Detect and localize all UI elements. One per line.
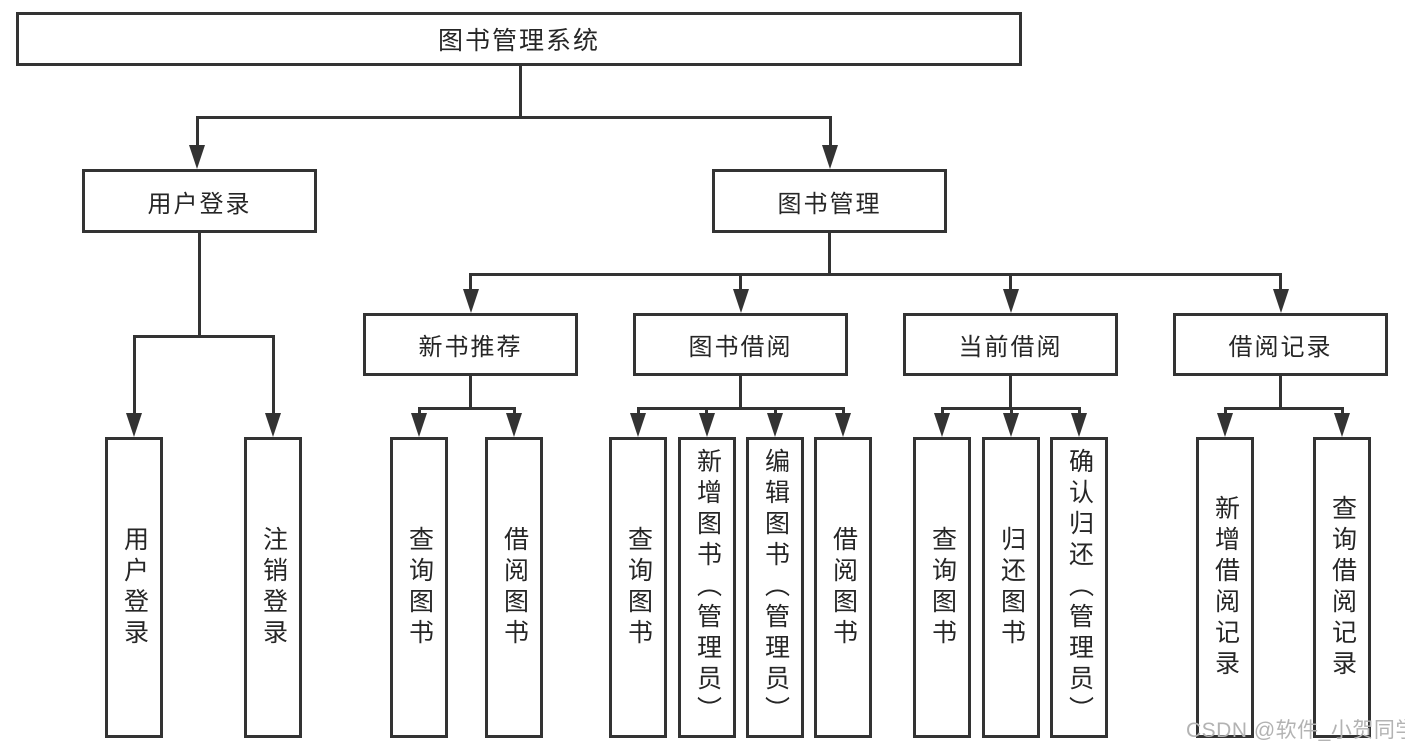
connector-line	[271, 335, 275, 415]
connector-line	[1009, 273, 1012, 293]
node-new-book-recommend-label: 新书推荐	[418, 334, 523, 361]
connector-line	[132, 335, 275, 338]
node-borrow-record-label: 借阅记录	[1228, 334, 1333, 361]
connector-line	[469, 376, 472, 407]
leaf-record-query-label: 查询借阅记录	[1328, 494, 1357, 681]
node-book-borrow: 图书借阅	[633, 313, 848, 376]
arrow-down-icon	[1071, 413, 1087, 437]
connector-line	[132, 335, 136, 415]
leaf-current-confirm-return-label: 确认归还（管理员）	[1065, 448, 1094, 727]
leaf-current-return-book: 归还图书	[982, 437, 1040, 738]
connector-line	[469, 273, 1282, 276]
arrow-down-icon	[1003, 413, 1019, 437]
arrow-down-icon	[630, 413, 646, 437]
leaf-borrow-borrow-book: 借阅图书	[814, 437, 872, 738]
node-current-borrow-label: 当前借阅	[958, 334, 1063, 361]
connector-line	[1279, 376, 1282, 407]
connector-line	[940, 407, 944, 417]
leaf-borrow-edit-book: 编辑图书（管理员）	[746, 437, 804, 738]
node-current-borrow: 当前借阅	[903, 313, 1118, 376]
arrow-down-icon	[126, 413, 142, 437]
arrow-down-icon	[1272, 289, 1289, 313]
connector-line	[773, 407, 777, 417]
connector-line	[195, 116, 832, 119]
arrow-down-icon	[1002, 289, 1019, 313]
leaf-current-return-book-label: 归还图书	[997, 525, 1026, 650]
arrow-down-icon	[1334, 413, 1350, 437]
connector-line	[518, 66, 522, 116]
arrow-down-icon	[934, 413, 950, 437]
node-new-book-recommend: 新书推荐	[363, 313, 578, 376]
arrow-down-icon	[767, 413, 783, 437]
leaf-borrow-query-book-label: 查询图书	[624, 525, 653, 650]
connector-line	[417, 407, 421, 417]
leaf-borrow-add-book-label: 新增图书（管理员）	[693, 448, 722, 727]
connector-line	[1077, 407, 1081, 417]
leaf-current-query-book-label: 查询图书	[928, 525, 957, 650]
connector-line	[1009, 376, 1012, 407]
connector-line	[512, 407, 516, 417]
arrow-down-icon	[411, 413, 427, 437]
connector-line	[739, 273, 742, 293]
node-book-management-label: 图书管理	[777, 190, 882, 218]
watermark: CSDN @软件_小贺同学	[1186, 719, 1405, 742]
connector-line	[636, 407, 640, 417]
connector-line	[198, 233, 201, 335]
connector-line	[1279, 273, 1282, 293]
leaf-recommend-borrow-book-label: 借阅图书	[500, 525, 529, 650]
connector-line	[195, 116, 199, 148]
connector-line	[828, 116, 832, 148]
leaf-recommend-query-book: 查询图书	[390, 437, 448, 738]
arrow-down-icon	[732, 289, 749, 313]
leaf-recommend-borrow-book: 借阅图书	[485, 437, 543, 738]
leaf-current-query-book: 查询图书	[913, 437, 971, 738]
connector-line	[1223, 407, 1227, 417]
leaf-logout-label: 注销登录	[259, 525, 288, 650]
connector-line	[828, 233, 831, 273]
leaf-logout: 注销登录	[244, 437, 302, 738]
connector-line	[1009, 407, 1013, 417]
connector-line	[1223, 407, 1344, 410]
leaf-borrow-add-book: 新增图书（管理员）	[678, 437, 736, 738]
leaf-current-confirm-return: 确认归还（管理员）	[1050, 437, 1108, 738]
arrow-down-icon	[462, 289, 479, 313]
connector-line	[469, 273, 472, 293]
leaf-user-login-label: 用户登录	[120, 525, 149, 650]
leaf-record-add: 新增借阅记录	[1196, 437, 1254, 738]
leaf-user-login: 用户登录	[105, 437, 163, 738]
node-user-login-label: 用户登录	[147, 190, 252, 218]
arrow-down-icon	[1217, 413, 1233, 437]
node-root: 图书管理系统	[16, 12, 1022, 66]
connector-line	[1340, 407, 1344, 417]
connector-line	[841, 407, 845, 417]
arrow-down-icon	[822, 145, 838, 169]
connector-line	[739, 376, 742, 407]
connector-line	[417, 407, 516, 410]
leaf-record-add-label: 新增借阅记录	[1211, 494, 1240, 681]
node-root-label: 图书管理系统	[437, 27, 600, 55]
leaf-borrow-edit-book-label: 编辑图书（管理员）	[761, 448, 790, 727]
node-book-borrow-label: 图书借阅	[688, 334, 793, 361]
leaf-borrow-borrow-book-label: 借阅图书	[829, 525, 858, 650]
node-borrow-record: 借阅记录	[1173, 313, 1388, 376]
leaf-recommend-query-book-label: 查询图书	[405, 525, 434, 650]
node-book-management: 图书管理	[712, 169, 947, 233]
arrow-down-icon	[698, 413, 715, 437]
arrow-down-icon	[265, 413, 281, 437]
connector-line	[705, 407, 708, 417]
node-user-login: 用户登录	[82, 169, 317, 233]
leaf-borrow-query-book: 查询图书	[609, 437, 667, 738]
arrow-down-icon	[506, 413, 522, 437]
connector-line	[636, 407, 845, 410]
leaf-record-query: 查询借阅记录	[1313, 437, 1371, 738]
arrow-down-icon	[835, 413, 851, 437]
arrow-down-icon	[189, 145, 205, 169]
